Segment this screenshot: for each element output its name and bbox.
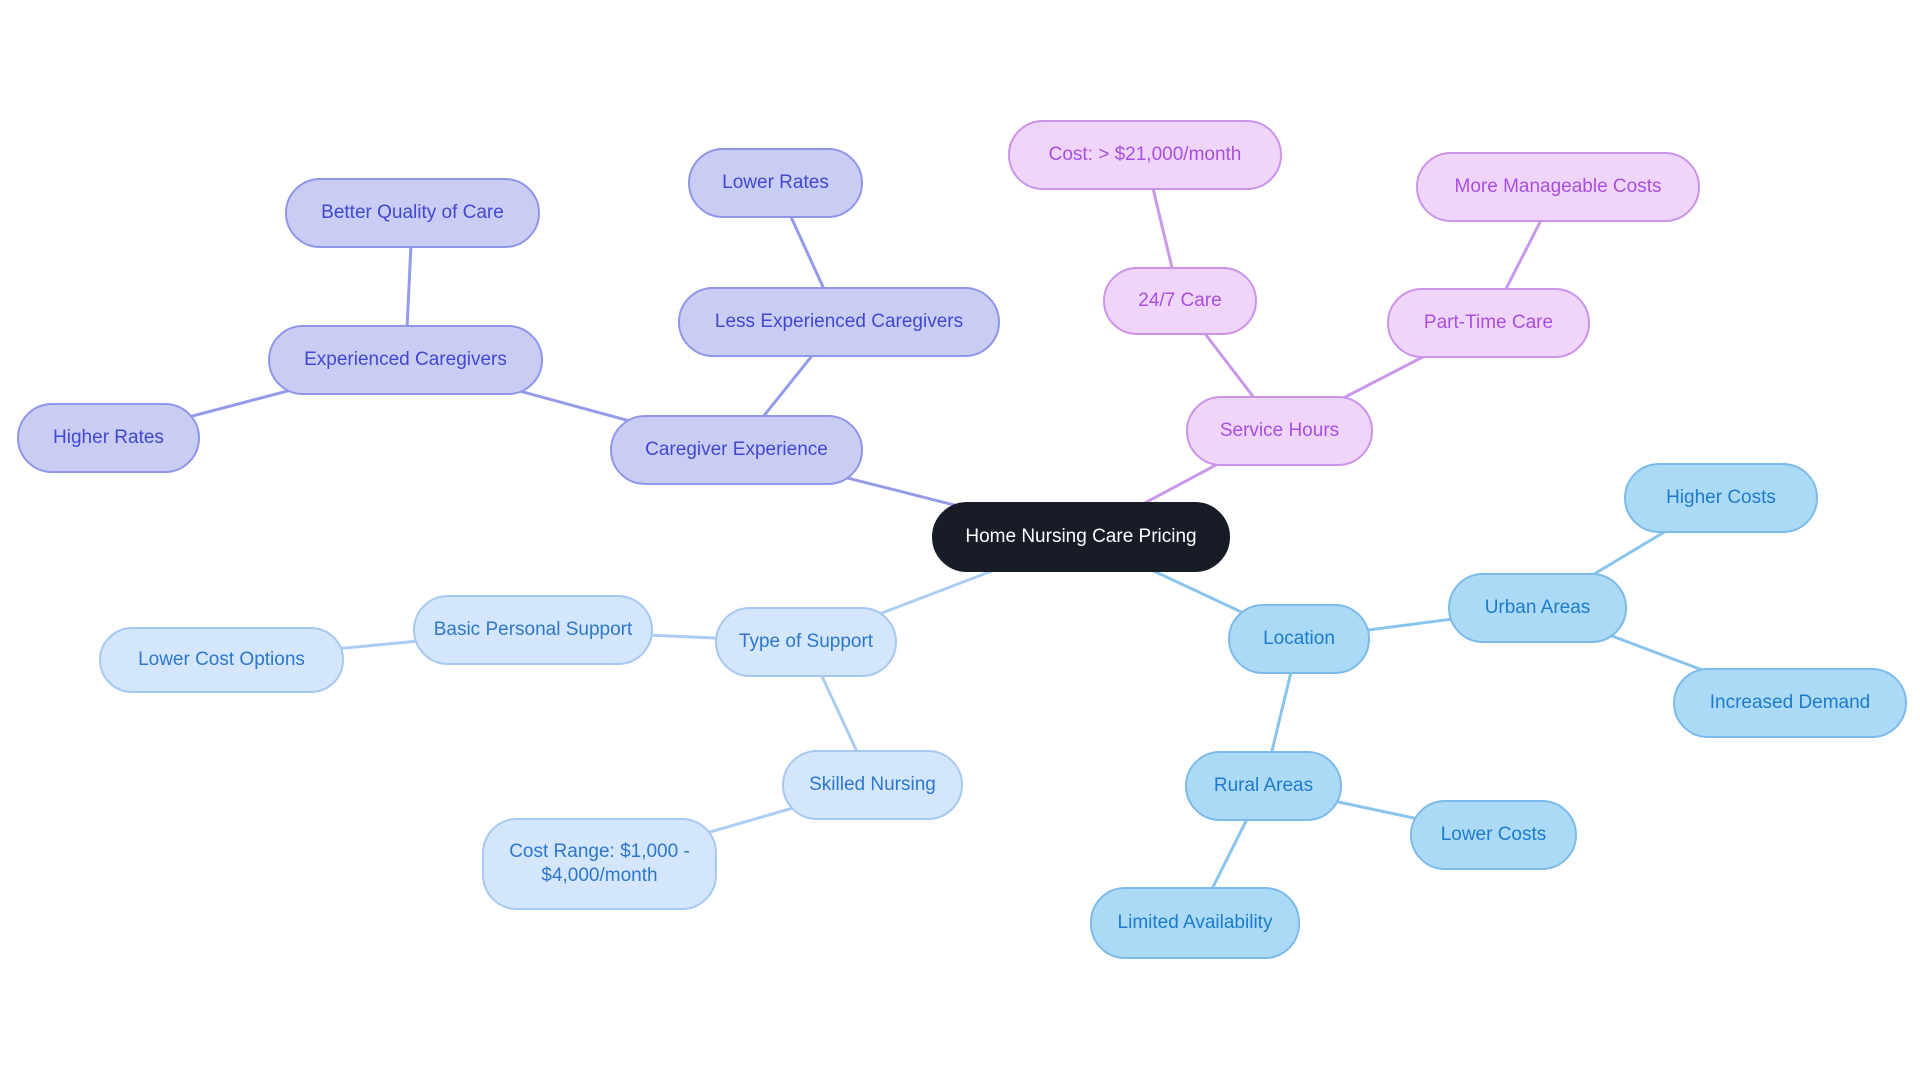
node-label-location: Location xyxy=(1263,628,1335,650)
node-label-cost-over-21000: Cost: > $21,000/month xyxy=(1048,144,1242,166)
node-label-higher-rates: Higher Rates xyxy=(53,427,164,449)
node-cost-over-21000[interactable]: Cost: > $21,000/month xyxy=(1008,120,1282,190)
node-care-24-7[interactable]: 24/7 Care xyxy=(1103,267,1257,335)
node-limited-availability[interactable]: Limited Availability xyxy=(1090,887,1300,959)
node-label-root: Home Nursing Care Pricing xyxy=(965,526,1197,548)
node-label-higher-costs: Higher Costs xyxy=(1666,487,1776,509)
node-lower-costs[interactable]: Lower Costs xyxy=(1410,800,1577,870)
node-type-of-support[interactable]: Type of Support xyxy=(715,607,897,677)
node-label-cost-range-1000-4000: Cost Range: $1,000 - $4,000/month xyxy=(509,841,690,886)
node-skilled-nursing[interactable]: Skilled Nursing xyxy=(782,750,963,820)
node-label-skilled-nursing: Skilled Nursing xyxy=(809,774,936,796)
node-label-less-experienced-caregivers: Less Experienced Caregivers xyxy=(714,311,964,333)
node-label-basic-personal-support: Basic Personal Support xyxy=(433,619,633,641)
node-label-part-time-care: Part-Time Care xyxy=(1423,312,1554,334)
node-label-type-of-support: Type of Support xyxy=(738,631,874,653)
node-label-care-24-7: 24/7 Care xyxy=(1138,290,1222,312)
node-root[interactable]: Home Nursing Care Pricing xyxy=(932,502,1230,572)
node-better-quality-of-care[interactable]: Better Quality of Care xyxy=(285,178,540,248)
node-label-lower-cost-options: Lower Cost Options xyxy=(138,649,305,671)
node-lower-rates[interactable]: Lower Rates xyxy=(688,148,863,218)
node-location[interactable]: Location xyxy=(1228,604,1370,674)
node-label-limited-availability: Limited Availability xyxy=(1117,912,1273,934)
node-lower-cost-options[interactable]: Lower Cost Options xyxy=(99,627,344,693)
node-label-urban-areas: Urban Areas xyxy=(1484,597,1591,619)
node-label-better-quality-of-care: Better Quality of Care xyxy=(321,202,504,224)
node-higher-rates[interactable]: Higher Rates xyxy=(17,403,200,473)
node-label-service-hours: Service Hours xyxy=(1219,420,1340,442)
node-label-caregiver-experience: Caregiver Experience xyxy=(645,439,828,461)
node-rural-areas[interactable]: Rural Areas xyxy=(1185,751,1342,821)
node-experienced-caregivers[interactable]: Experienced Caregivers xyxy=(268,325,543,395)
node-label-increased-demand: Increased Demand xyxy=(1709,692,1871,714)
node-less-experienced-caregivers[interactable]: Less Experienced Caregivers xyxy=(678,287,1000,357)
node-label-more-manageable-costs: More Manageable Costs xyxy=(1454,176,1662,198)
node-label-lower-rates: Lower Rates xyxy=(722,172,829,194)
node-label-experienced-caregivers: Experienced Caregivers xyxy=(304,349,507,371)
node-basic-personal-support[interactable]: Basic Personal Support xyxy=(413,595,653,665)
node-label-rural-areas: Rural Areas xyxy=(1213,775,1314,797)
node-part-time-care[interactable]: Part-Time Care xyxy=(1387,288,1590,358)
node-label-lower-costs: Lower Costs xyxy=(1440,824,1547,846)
node-caregiver-experience[interactable]: Caregiver Experience xyxy=(610,415,863,485)
node-more-manageable-costs[interactable]: More Manageable Costs xyxy=(1416,152,1700,222)
node-service-hours[interactable]: Service Hours xyxy=(1186,396,1373,466)
node-cost-range-1000-4000[interactable]: Cost Range: $1,000 - $4,000/month xyxy=(482,818,717,910)
node-urban-areas[interactable]: Urban Areas xyxy=(1448,573,1627,643)
node-higher-costs[interactable]: Higher Costs xyxy=(1624,463,1818,533)
node-increased-demand[interactable]: Increased Demand xyxy=(1673,668,1907,738)
